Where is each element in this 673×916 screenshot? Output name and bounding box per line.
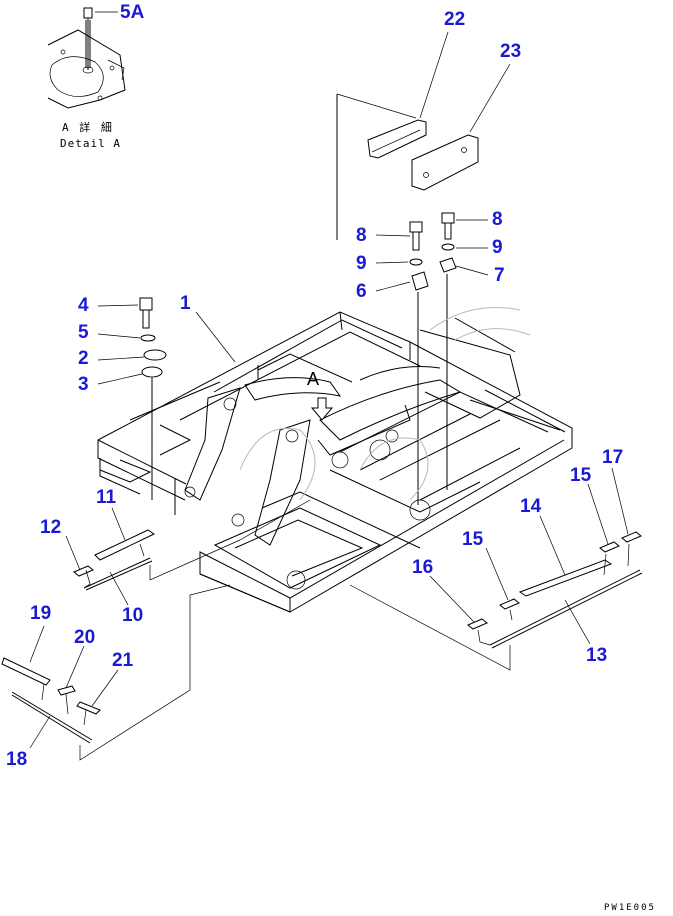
block-15-upper — [599, 541, 620, 553]
cover-plate-23 — [411, 134, 479, 191]
callout-15-lower: 15 — [462, 529, 484, 550]
washer-9-left — [409, 258, 423, 266]
block-16 — [467, 618, 488, 630]
callout-1: 1 — [180, 293, 191, 314]
plate-13-edge — [489, 569, 641, 646]
callout-18: 18 — [6, 749, 28, 770]
block-20 — [57, 685, 76, 696]
callout-15-upper: 15 — [570, 465, 592, 486]
callout-23: 23 — [500, 41, 522, 62]
cap-2 — [143, 349, 167, 361]
drawing-code: PW1E005 — [604, 903, 656, 913]
block-17 — [621, 531, 642, 543]
rubber-strip-19 — [1, 657, 51, 686]
callout-3: 3 — [78, 374, 89, 395]
spacer-6 — [411, 271, 429, 291]
rubber-strip-14 — [518, 559, 613, 597]
revolving-frame-1 — [97, 311, 573, 613]
callout-13: 13 — [586, 645, 608, 666]
plate-13-edge-2 — [491, 572, 643, 649]
detail-title-en: Detail A — [60, 137, 121, 150]
block-15-lower — [499, 598, 520, 610]
rubber-strip-11 — [94, 529, 156, 561]
callout-20: 20 — [74, 627, 96, 648]
bolt-8-left — [409, 221, 423, 251]
watermark — [239, 307, 531, 501]
skirt-group-right — [349, 531, 643, 671]
callout-9-right: 9 — [492, 237, 503, 258]
detail-title-jp: A 詳 細 — [62, 121, 114, 134]
callout-16: 16 — [412, 557, 434, 578]
bolt-4 — [139, 297, 153, 329]
callout-17: 17 — [602, 447, 624, 468]
view-arrow-label: A — [307, 369, 320, 389]
washer-5 — [140, 334, 156, 342]
callout-6: 6 — [356, 281, 367, 302]
callout-5: 5 — [78, 322, 89, 343]
detail-a-inset — [47, 7, 126, 109]
plate-10-edge — [83, 557, 151, 589]
plate-18-edge-2 — [11, 694, 91, 744]
block-12 — [73, 565, 94, 577]
cover-leader — [336, 93, 417, 119]
callout-21: 21 — [112, 650, 134, 671]
callout-8-left: 8 — [356, 225, 367, 246]
callout-7: 7 — [494, 265, 505, 286]
detail-bolt-5A — [82, 7, 94, 74]
callout-22: 22 — [444, 9, 466, 30]
callout-5A: 5A — [120, 2, 145, 23]
callout-11: 11 — [96, 487, 117, 508]
callout-4: 4 — [78, 295, 89, 316]
callout-9-left: 9 — [356, 253, 367, 274]
skirt-group-left — [73, 499, 311, 591]
leader-lines — [29, 11, 629, 749]
washer-9-right — [441, 243, 455, 251]
seal-3 — [141, 366, 163, 378]
cover-plate-22 — [367, 119, 427, 159]
callout-8-right: 8 — [492, 209, 503, 230]
bolt-8-right — [441, 212, 455, 240]
callout-2: 2 — [78, 348, 89, 369]
callout-10: 10 — [122, 605, 144, 626]
block-21 — [76, 701, 101, 715]
skirt-group-rear — [1, 584, 231, 761]
plate-18-edge — [11, 691, 93, 741]
spacer-7 — [439, 257, 457, 273]
callout-12: 12 — [40, 517, 62, 538]
plate-10-edge-2 — [85, 560, 153, 591]
callout-14: 14 — [520, 496, 542, 517]
callout-19: 19 — [30, 603, 52, 624]
